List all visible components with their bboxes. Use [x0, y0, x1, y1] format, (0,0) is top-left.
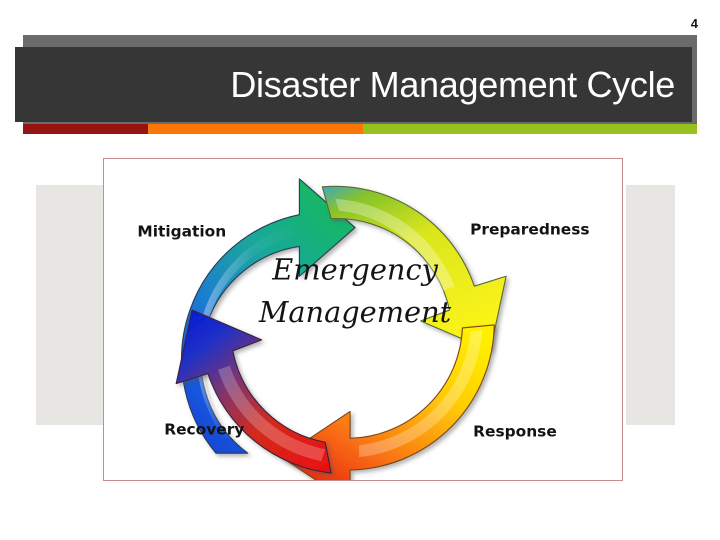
center-label-line2: Management [258, 295, 452, 329]
center-label-line1: Emergency [271, 252, 438, 286]
phase-label-response: Response [473, 422, 557, 440]
arrow-recovery-to-mitigation [175, 309, 332, 474]
slide-page-number: 4 [690, 16, 698, 31]
accent-stripe-green [363, 124, 697, 134]
accent-stripe-red [23, 124, 148, 134]
title-band-front [15, 47, 692, 122]
phase-label-recovery: Recovery [164, 420, 244, 438]
page-title: Disaster Management Cycle [230, 63, 675, 105]
background-band-right [626, 185, 675, 425]
arrow-response-to-recovery [280, 324, 495, 480]
background-band-left [36, 185, 104, 425]
accent-stripe-orange [148, 124, 363, 134]
phase-label-preparedness: Preparedness [470, 221, 589, 239]
emergency-management-cycle-image: Emergency Management Mitigation Prepared… [103, 158, 623, 481]
arrow-mitigation-to-preparedness [181, 178, 356, 454]
phase-label-mitigation: Mitigation [137, 223, 226, 241]
